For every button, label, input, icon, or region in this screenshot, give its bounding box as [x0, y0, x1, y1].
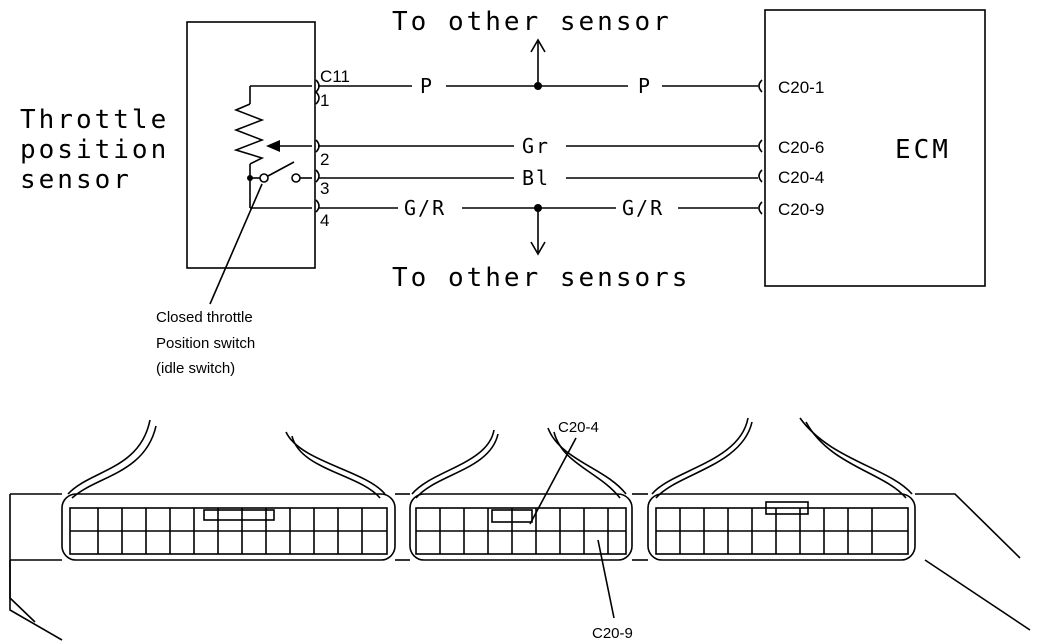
switch-note-line-1: Closed throttle	[156, 309, 253, 326]
ecm-terminal-1: C20-1	[778, 78, 824, 97]
bottom-note: To other sensors	[392, 263, 690, 293]
sensor-title-line-3: sensor	[20, 165, 132, 195]
connector-label: C11	[320, 67, 350, 86]
sensor-title: Throttle position sensor	[20, 105, 169, 195]
ecm-housing	[9, 493, 1031, 641]
sensor-title-line-2: position	[20, 135, 169, 165]
pin-1-label: 1	[320, 91, 329, 110]
pin-4-label: 4	[320, 211, 329, 230]
branch-up-arrow-icon	[530, 38, 546, 86]
wire-4	[318, 204, 758, 212]
wire-3-color: Bl	[522, 166, 550, 190]
pin-3-label: 3	[320, 179, 329, 198]
ecm-terminal-2: C20-6	[778, 138, 824, 157]
callout-c20-9-leader	[597, 539, 615, 619]
ecm-terminal-4: C20-9	[778, 200, 824, 219]
sensor-title-line-1: Throttle	[20, 105, 169, 135]
branch-down-arrow-icon	[530, 208, 546, 256]
wire-4-color-right: G/R	[622, 196, 664, 220]
ecm-terminal-3: C20-4	[778, 168, 824, 187]
callout-c20-4: C20-4	[558, 419, 599, 436]
wire-1-color-right: P	[638, 74, 652, 98]
ecm-connector-brackets	[758, 79, 763, 215]
callout-c20-4-leader	[529, 437, 577, 525]
harness-curves	[67, 417, 913, 499]
callout-c20-9: C20-9	[592, 625, 633, 642]
sensor-box	[186, 21, 316, 269]
wiper-arrow-icon	[266, 140, 280, 152]
pin-2-label: 2	[320, 150, 329, 169]
switch-leader-line	[209, 183, 263, 305]
ecm-connector-left	[61, 493, 396, 561]
switch-note-line-3: (idle switch)	[156, 360, 235, 377]
ecm-box	[764, 9, 986, 287]
wire-2-color: Gr	[522, 134, 550, 158]
ecm-connector-middle	[409, 493, 633, 561]
potentiometer	[233, 85, 312, 209]
top-note: To other sensor	[392, 7, 672, 37]
idle-switch	[247, 161, 312, 183]
wire-4-color-left: G/R	[404, 196, 446, 220]
ecm-connector-right	[647, 493, 916, 561]
switch-note-line-2: Position switch	[156, 335, 255, 352]
wire-1-color-left: P	[420, 74, 434, 98]
ecm-label: ECM	[895, 135, 951, 165]
